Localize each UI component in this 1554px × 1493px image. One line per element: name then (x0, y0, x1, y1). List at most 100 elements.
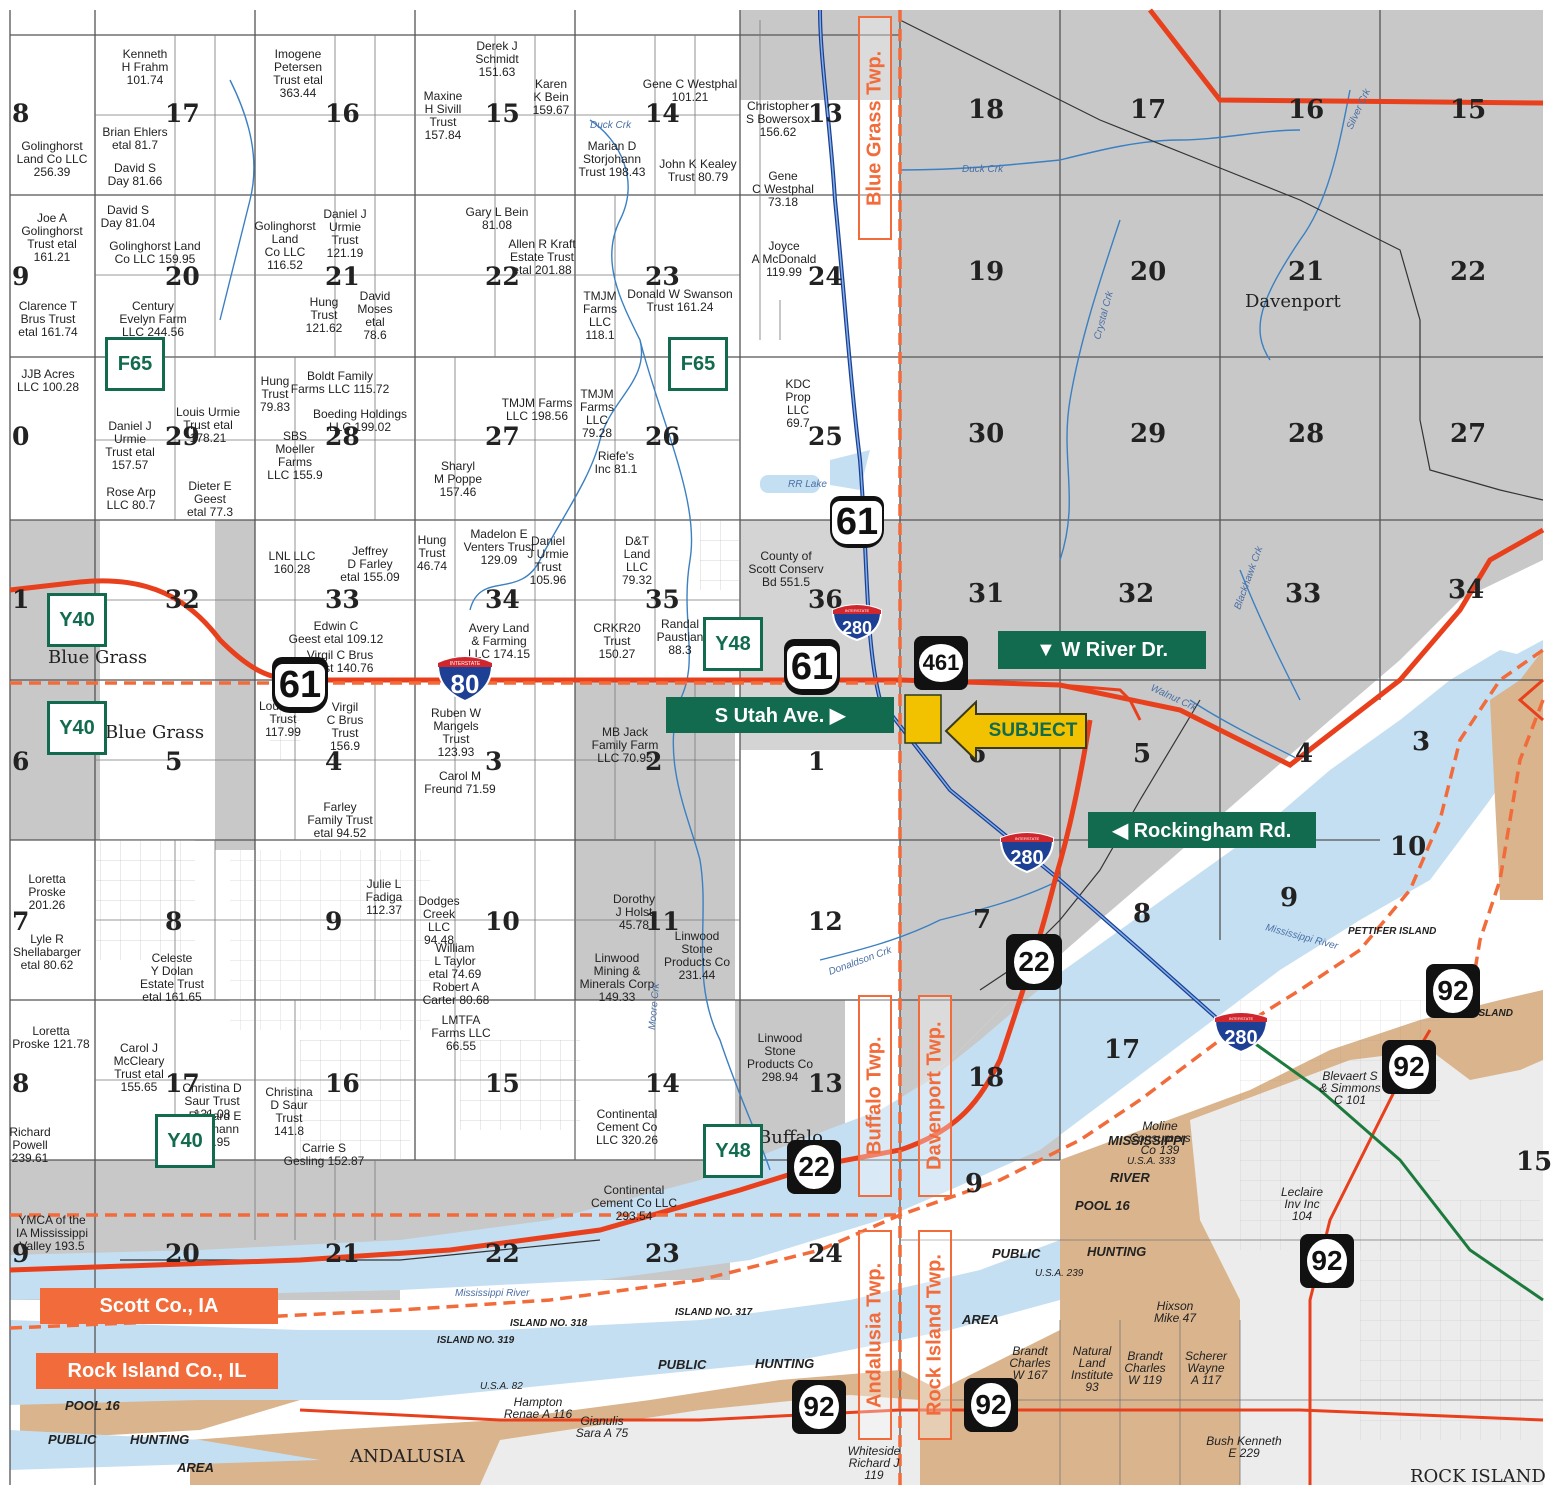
section-number: 15 (1516, 1147, 1552, 1177)
section-number: 22 (485, 1239, 520, 1268)
section-number: 21 (325, 262, 360, 291)
place-davenport: Davenport (1245, 291, 1342, 312)
section-number: 21 (325, 1239, 360, 1268)
section-number: 28 (1288, 419, 1324, 449)
section-number: 33 (325, 585, 360, 614)
section-number: 3 (1412, 727, 1430, 757)
section-number: 35 (645, 585, 680, 614)
label-island-319: ISLAND NO. 319 (437, 1335, 515, 1346)
label-usa333: U.S.A. 333 (1127, 1156, 1176, 1167)
label-public-c: PUBLIC (48, 1432, 97, 1447)
place-blue-grass-1: Blue Grass (48, 647, 147, 668)
label-usa239: U.S.A. 239 (1035, 1268, 1084, 1279)
water-label: RR Lake (788, 479, 827, 490)
section-number: 5 (165, 747, 182, 776)
section-number: 14 (645, 99, 680, 128)
county-rock-island-label: Rock Island Co., IL (36, 1353, 278, 1389)
section-number: 9 (12, 1239, 29, 1268)
section-number: 16 (325, 1069, 360, 1098)
section-number: 2 (645, 747, 662, 776)
section-number: 17 (1130, 95, 1166, 125)
cr-f65-west: F65 (105, 337, 165, 391)
twp-davenport-label: Davenport Twp. (918, 995, 952, 1197)
section-number: 15 (485, 1069, 520, 1098)
label-hunting-b: HUNTING (755, 1356, 814, 1371)
section-number: 8 (1133, 899, 1151, 929)
il92-shield-3: 92 (1300, 1234, 1354, 1288)
section-number: 16 (1288, 95, 1324, 125)
section-number: 24 (808, 1239, 843, 1268)
section-number: 3 (485, 747, 502, 776)
section-number: 8 (12, 99, 29, 128)
section-number: 24 (808, 262, 843, 291)
place-rock-island: ROCK ISLAND (1410, 1466, 1546, 1487)
water-label: Moore Crk (647, 982, 662, 1030)
callout-s-utah-ave: S Utah Ave. ▶ (666, 697, 894, 733)
section-number: 0 (12, 422, 29, 451)
place-blue-grass-2: Blue Grass (105, 722, 204, 743)
section-number: 19 (968, 257, 1004, 287)
cr-y48-south: Y48 (703, 1124, 763, 1178)
section-number: 6 (12, 747, 29, 776)
section-number: 20 (165, 262, 200, 291)
section-number: 9 (965, 1169, 983, 1199)
label-usa82: U.S.A. 82 (480, 1381, 523, 1392)
label-island-317: ISLAND NO. 317 (675, 1307, 753, 1318)
il92-shield-1: 92 (1426, 964, 1480, 1018)
section-number: 18 (968, 95, 1004, 125)
us61-shield-north: 61 (830, 496, 884, 548)
label-pettifer: PETTIFER ISLAND (1348, 926, 1436, 937)
section-number: 1 (12, 585, 29, 614)
label-public-b: PUBLIC (658, 1357, 707, 1372)
section-number: 34 (1448, 575, 1484, 605)
section-number: 11 (645, 907, 680, 936)
label-public-a: PUBLIC (992, 1246, 1041, 1261)
highways (9, 8, 1545, 1485)
i280-shield-north: INTERSTATE 280 (831, 604, 883, 642)
subject-label: SUBJECT (988, 720, 1078, 741)
i280-shield-middle: INTERSTATE 280 (999, 832, 1055, 874)
section-number: 10 (485, 907, 520, 936)
